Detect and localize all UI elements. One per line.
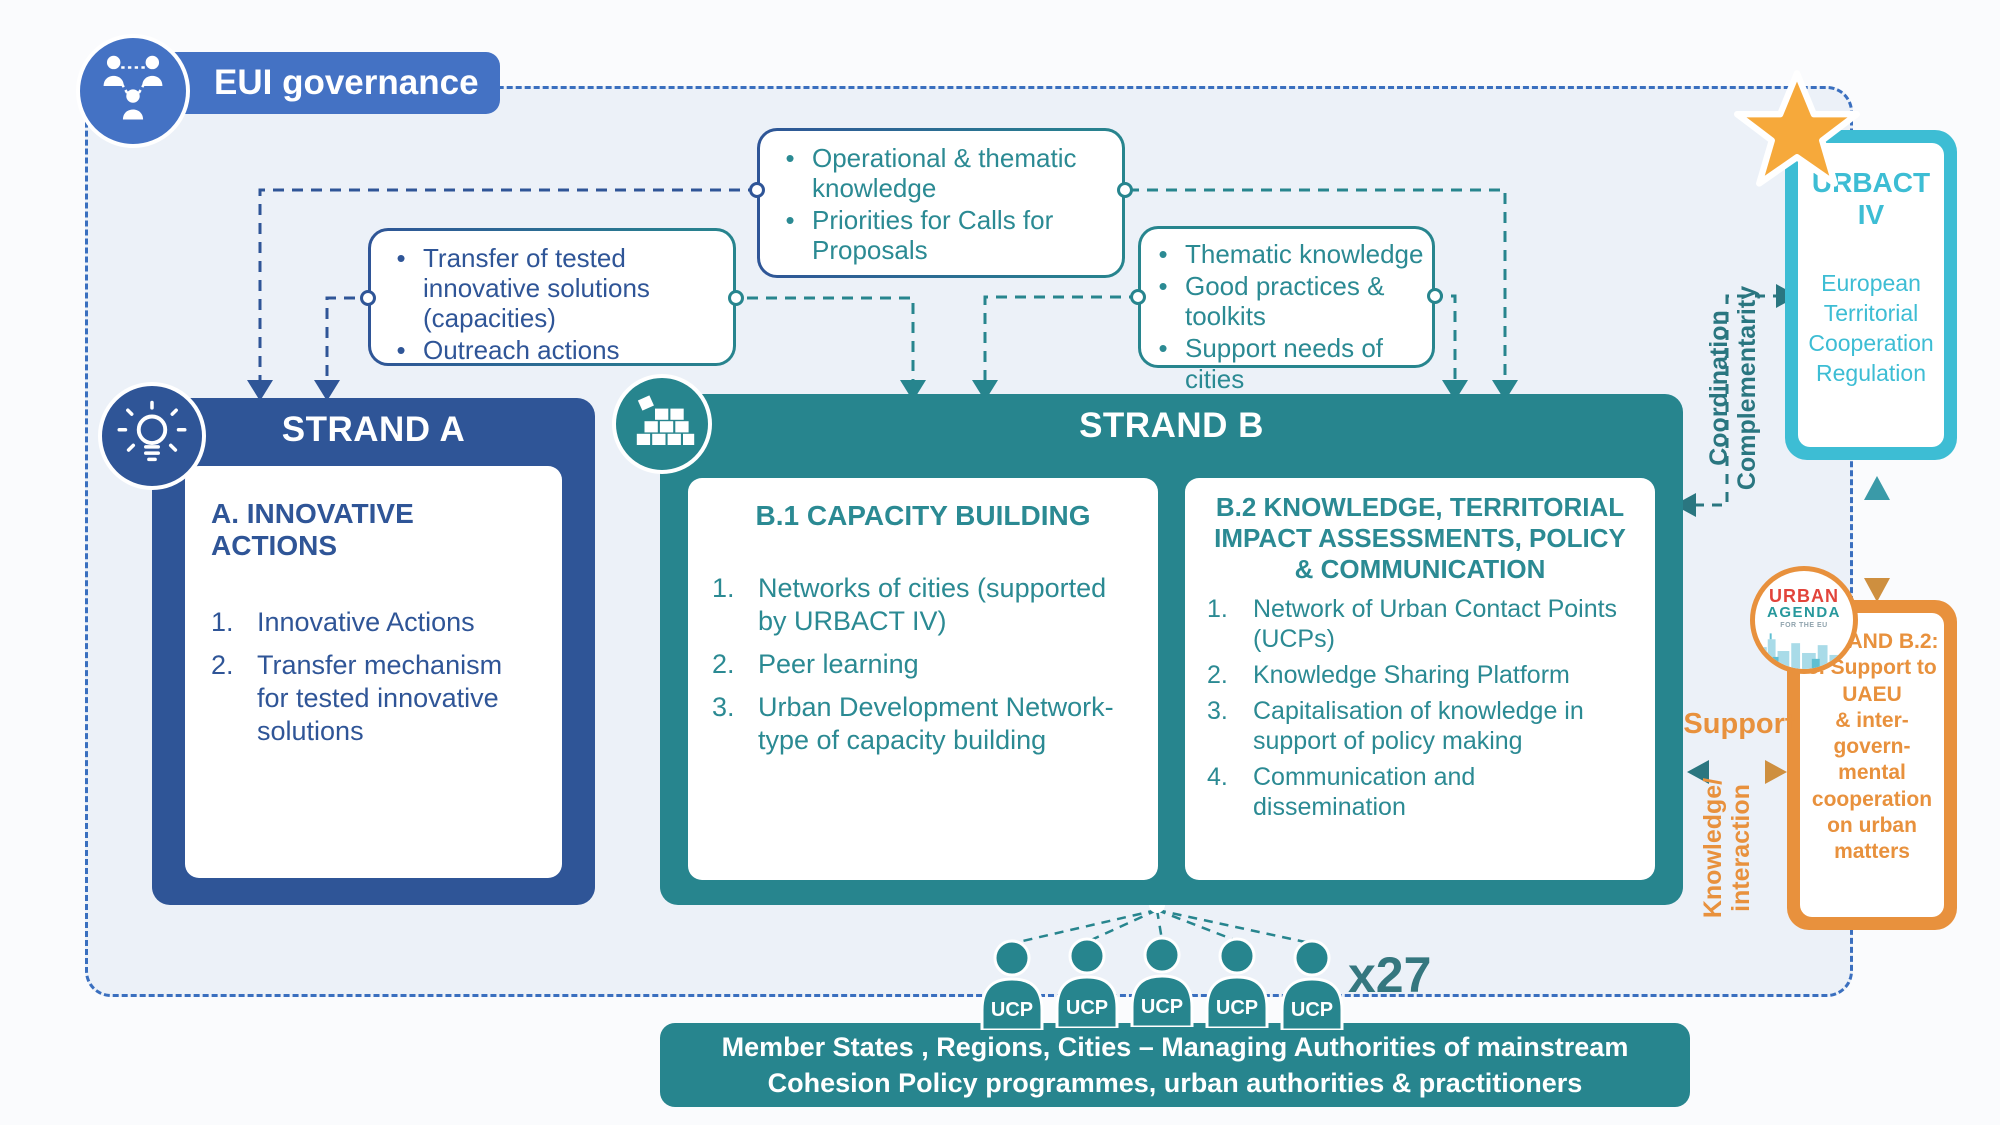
capacity-building-title: B.1 CAPACITY BUILDING xyxy=(755,500,1091,531)
knowledge-interaction-label: Knowledge/ interaction xyxy=(1699,777,1755,919)
strand-b-header: STRAND B xyxy=(1079,406,1264,445)
callout-thematic-item: Support needs of cities xyxy=(1141,333,1426,393)
b2-item: Knowledge Sharing Platform xyxy=(1253,660,1570,689)
capacity-bricks-icon xyxy=(612,374,712,474)
ucp-figure: UCP xyxy=(1274,938,1350,1032)
ucp-figure: UCP xyxy=(974,938,1050,1032)
strand-a-item: Transfer mechanism for tested innovative… xyxy=(257,649,503,746)
support-label: Support xyxy=(1683,708,1795,740)
connector-port xyxy=(1117,182,1133,198)
connector-port xyxy=(360,290,376,306)
b2-item: Communication and dissemination xyxy=(1253,762,1476,821)
star-icon xyxy=(1734,70,1860,187)
capacity-building-box: B.1 CAPACITY BUILDING Networks of cities… xyxy=(688,478,1158,880)
member-states-banner: Member States , Regions, Cities – Managi… xyxy=(660,1023,1690,1107)
innovative-actions-title: A. INNOVATIVE ACTIONS xyxy=(211,498,414,561)
ucp-label: UCP xyxy=(1291,999,1333,1021)
urbact-iv-box: URBACT IV European Territorial Cooperati… xyxy=(1785,130,1957,460)
innovative-actions-box: A. INNOVATIVE ACTIONS Innovative Actions… xyxy=(185,466,562,878)
connector-port xyxy=(728,290,744,306)
callout-operational: Operational & thematic knowledge Priorit… xyxy=(749,128,1133,278)
b1-item: Networks of cities (supported by URBACT … xyxy=(758,573,1107,636)
banner-line1: Member States , Regions, Cities – Managi… xyxy=(721,1031,1629,1062)
callout-operational-item: Priorities for Calls for Proposals xyxy=(768,205,1108,265)
strand-a-item: Innovative Actions xyxy=(257,607,475,637)
strand-b-box: STRAND B B.1 CAPACITY BUILDING Networks … xyxy=(660,394,1683,905)
ucp-label: UCP xyxy=(991,999,1033,1021)
urbact-uaeu-connector xyxy=(1864,476,1890,602)
connector-port xyxy=(1130,289,1146,305)
governance-network-icon xyxy=(76,34,190,148)
b1-item: Peer learning xyxy=(758,648,919,679)
strand-a-box: STRAND A A. INNOVATIVE ACTIONS Innovativ… xyxy=(152,398,595,905)
ucp-figure: UCP xyxy=(1049,936,1125,1030)
knowledge-box-title: B.2 KNOWLEDGE, TERRITORIAL IMPACT ASSESS… xyxy=(1214,492,1626,585)
b1-item: Urban Development Network-type of capaci… xyxy=(758,691,1114,755)
banner-line2: Cohesion Policy programmes, urban author… xyxy=(767,1068,1583,1098)
ucp-multiplier: x27 xyxy=(1348,947,1432,1003)
connector-port xyxy=(1427,288,1443,304)
ucp-figure: UCP xyxy=(1124,935,1200,1029)
b2-item: Network of Urban Contact Points (UCPs) xyxy=(1253,594,1618,653)
connector-port xyxy=(749,182,765,198)
ucp-figure: UCP xyxy=(1199,936,1275,1030)
strand-a-header: STRAND A xyxy=(281,410,466,449)
callout-transfer-item: Outreach actions xyxy=(379,335,719,365)
callout-transfer-item: Transfer of tested innovative solutions … xyxy=(379,243,719,333)
coordination-complementarity-label: Coordination Complementarity xyxy=(1705,285,1761,491)
lightbulb-icon xyxy=(98,382,206,490)
knowledge-box: B.2 KNOWLEDGE, TERRITORIAL IMPACT ASSESS… xyxy=(1185,478,1655,880)
uaeu-support-box: STRAND B.2: 5. Support to UAEU & inter-g… xyxy=(1787,600,1957,930)
ucp-label: UCP xyxy=(1216,997,1258,1019)
ucp-label: UCP xyxy=(1066,997,1108,1019)
urbact-subtitle: European Territorial Cooperation Regulat… xyxy=(1808,270,1934,387)
ucp-label: UCP xyxy=(1141,996,1183,1018)
eui-governance-pill: EUI governance xyxy=(162,52,500,114)
city-skyline-icon xyxy=(1756,633,1852,669)
eui-governance-label: EUI governance xyxy=(214,63,479,102)
callout-operational-item: Operational & thematic knowledge xyxy=(768,143,1108,203)
callout-thematic-item: Good practices & toolkits xyxy=(1141,271,1426,331)
callout-thematic: Thematic knowledge Good practices & tool… xyxy=(1130,226,1443,394)
b2-item: Capitalisation of knowledge in support o… xyxy=(1253,696,1584,755)
callout-thematic-item: Thematic knowledge xyxy=(1141,239,1426,269)
callout-transfer: Transfer of tested innovative solutions … xyxy=(360,228,744,366)
urban-agenda-logo: URBAN AGENDA FOR THE EU xyxy=(1750,566,1858,674)
uaeu-line: & inter-govern-mental cooperation on urb… xyxy=(1811,708,1933,863)
